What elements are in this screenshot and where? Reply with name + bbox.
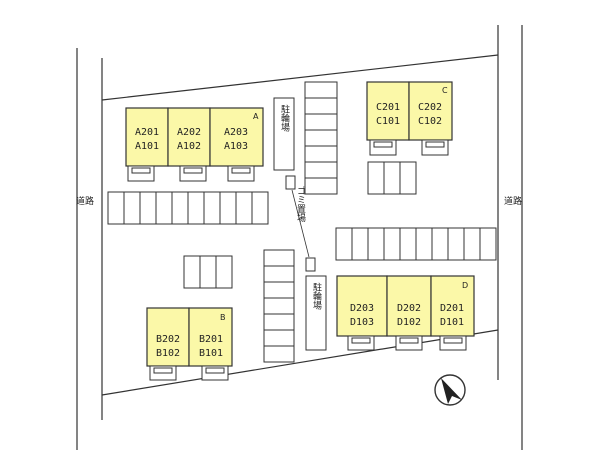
- parking-column-south: [263, 249, 295, 363]
- unit-c-1-step: [373, 141, 393, 148]
- parking-row-east: [335, 227, 497, 261]
- unit-b-1: [146, 307, 190, 367]
- unit-a203-label: A203: [224, 127, 248, 138]
- bike-parking-north: [273, 97, 295, 171]
- unit-b101-label: B101: [199, 348, 223, 359]
- bike-parking-south-label: 駐輪場: [311, 281, 322, 310]
- unit-a202-label: A202: [177, 127, 201, 138]
- building-b: B202 B102 B201 B101 B: [146, 307, 233, 381]
- site-boundary-top: [101, 54, 499, 101]
- unit-d-3-step: [443, 337, 463, 344]
- unit-a201-label: A201: [135, 127, 159, 138]
- unit-a103-label: A103: [224, 141, 248, 152]
- road-right-label: 道路: [504, 195, 522, 207]
- unit-d101-label: D101: [440, 317, 464, 328]
- unit-d-2-step: [399, 337, 419, 344]
- unit-c202-label: C202: [418, 102, 442, 113]
- road-left-label: 道路: [76, 195, 94, 207]
- parking-column-outline: [304, 81, 338, 195]
- building-d: D203 D103 D202 D102 D201 D101 D: [336, 275, 475, 351]
- unit-a102-label: A102: [177, 141, 201, 152]
- unit-b102-label: B102: [156, 348, 180, 359]
- unit-c101-label: C101: [376, 116, 400, 127]
- parking-block-outline: [367, 161, 417, 195]
- garbage-box-north: [285, 175, 296, 190]
- compass-needle: [441, 378, 462, 404]
- unit-a-1-step: [131, 167, 151, 174]
- unit-c102-label: C102: [418, 116, 442, 127]
- unit-c-2-step: [425, 141, 445, 148]
- unit-a101-label: A101: [135, 141, 159, 152]
- unit-c201-label: C201: [376, 102, 400, 113]
- unit-d-3: [430, 275, 475, 337]
- garbage-leader-line: [291, 189, 310, 258]
- unit-d103-label: D103: [350, 317, 374, 328]
- parking-block-outline: [183, 255, 233, 289]
- garbage-box-south: [305, 257, 316, 272]
- parking-column-north: [304, 81, 338, 195]
- building-c: C201 C101 C202 C102 C: [366, 81, 453, 156]
- unit-b-1-step: [153, 367, 173, 374]
- bike-parking-south: [305, 275, 327, 351]
- parking-column-outline: [263, 249, 295, 363]
- unit-d102-label: D102: [397, 317, 421, 328]
- parking-block-under-c: [367, 161, 417, 195]
- unit-c-2: [408, 81, 453, 141]
- unit-d203-label: D203: [350, 303, 374, 314]
- bike-parking-north-label: 駐輪場: [279, 103, 290, 132]
- unit-d-1-step: [351, 337, 371, 344]
- unit-b201-label: B201: [199, 334, 223, 345]
- unit-b-2: [188, 307, 233, 367]
- building-c-tag: C: [442, 86, 448, 95]
- unit-a-3: [209, 107, 264, 167]
- unit-d201-label: D201: [440, 303, 464, 314]
- building-a: A201 A101 A202 A102 A203 A103 A: [125, 107, 264, 182]
- unit-a-3-step: [231, 167, 251, 174]
- garbage-label: ゴミ置場: [295, 185, 306, 223]
- site-boundary-bottom: [101, 329, 499, 396]
- building-d-tag: D: [462, 281, 468, 290]
- building-b-tag: B: [220, 313, 226, 322]
- unit-a-2-step: [183, 167, 203, 174]
- parking-row-west: [107, 191, 269, 225]
- unit-c-1: [366, 81, 410, 141]
- building-a-tag: A: [253, 112, 259, 121]
- parking-block-center-west: [183, 255, 233, 289]
- unit-b202-label: B202: [156, 334, 180, 345]
- unit-d202-label: D202: [397, 303, 421, 314]
- unit-b-2-step: [205, 367, 225, 374]
- north-arrow-icon: [434, 374, 466, 406]
